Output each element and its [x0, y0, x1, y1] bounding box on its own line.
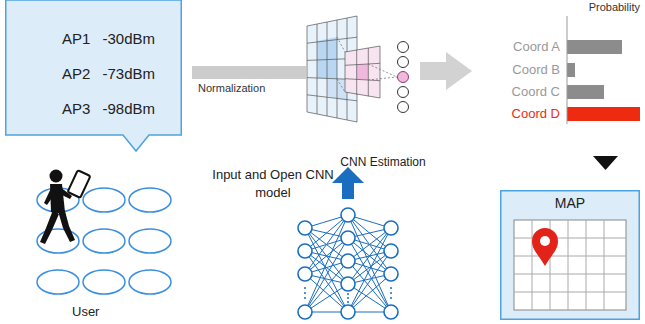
category-label: Coord A — [462, 39, 560, 55]
category-label: Coord B — [462, 62, 560, 78]
step-label: Input and Open CNN model — [208, 166, 338, 201]
signal-panel: AP1 -30dBmAP2 -73dBmAP3 -98dBm — [5, 0, 182, 135]
signal-reading: AP2 -73dBm — [62, 65, 155, 83]
flow-band — [192, 66, 306, 79]
person-figure — [40, 170, 90, 245]
neural-network — [298, 208, 398, 319]
step-label: Normalization — [198, 82, 265, 95]
probability-chart — [567, 16, 640, 124]
step-label: CNN Estimation — [318, 155, 448, 169]
signal-reading: AP1 -30dBm — [62, 30, 155, 48]
axis-title: Probability — [540, 1, 640, 14]
flow-arrow — [420, 52, 472, 90]
input-arrow — [332, 167, 364, 199]
cnn-figure — [307, 16, 409, 122]
category-label: Coord D — [462, 106, 560, 122]
category-label: Coord C — [462, 84, 560, 100]
signal-reading: AP3 -98dBm — [62, 100, 155, 118]
actor-label: User — [72, 304, 99, 320]
map-pin — [514, 220, 626, 310]
flow-triangle — [593, 156, 618, 170]
map-box: MAP — [500, 190, 640, 320]
box-title: MAP — [500, 195, 640, 212]
